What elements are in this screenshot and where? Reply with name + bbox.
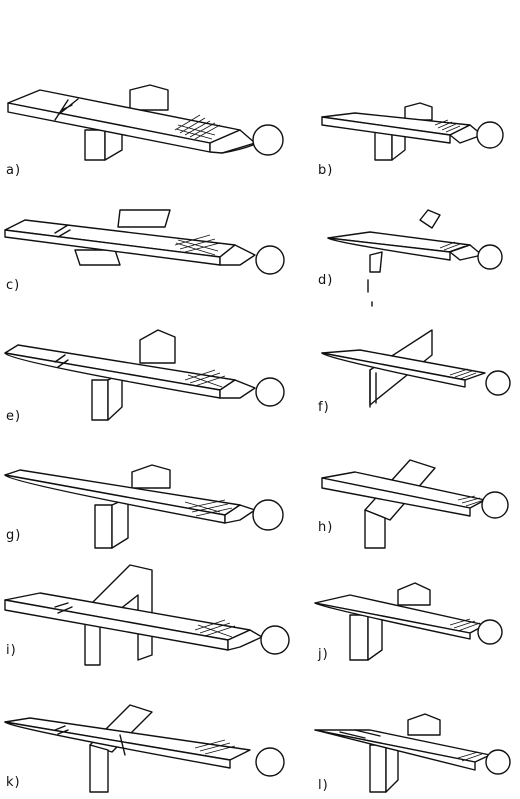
panel-a: a) xyxy=(0,84,300,180)
panel-b: b) xyxy=(310,95,520,180)
panel-label: e) xyxy=(6,409,22,424)
panel-e: e) xyxy=(0,325,300,435)
file-on-block-icon xyxy=(314,713,511,793)
panel-label: g) xyxy=(6,528,22,543)
panel-d: d) xyxy=(310,209,520,310)
panel-h: h) xyxy=(310,450,520,550)
file-in-frame-icon xyxy=(321,329,511,408)
panel-label: l) xyxy=(318,778,329,793)
file-on-block-icon xyxy=(4,329,285,421)
file-through-frame-icon xyxy=(4,704,285,793)
panel-label: b) xyxy=(318,163,334,178)
file-through-frame-icon xyxy=(4,564,290,666)
panel-label: i) xyxy=(6,643,17,658)
file-on-block-icon xyxy=(7,84,284,161)
file-in-frame-icon xyxy=(321,459,509,549)
panel-label: h) xyxy=(318,520,334,535)
panel-label: j) xyxy=(318,647,329,662)
panel-j: j) xyxy=(310,575,520,675)
panel-label: c) xyxy=(6,278,21,293)
file-on-block-icon xyxy=(321,102,504,161)
panel-label: f) xyxy=(318,400,330,415)
panel-i: i) xyxy=(0,564,300,675)
panel-label: d) xyxy=(318,273,334,288)
panel-label: a) xyxy=(6,163,22,178)
panel-l: l) xyxy=(310,700,520,799)
panel-c: c) xyxy=(0,205,300,300)
file-on-block-icon xyxy=(4,464,284,549)
panel-label: k) xyxy=(6,775,21,790)
file-on-block-icon xyxy=(314,582,503,661)
panel-g: g) xyxy=(0,460,300,555)
panel-k: k) xyxy=(0,700,300,795)
file-on-block-icon xyxy=(4,209,285,275)
panel-f: f) xyxy=(310,325,520,425)
file-in-bracket-icon xyxy=(327,209,503,307)
